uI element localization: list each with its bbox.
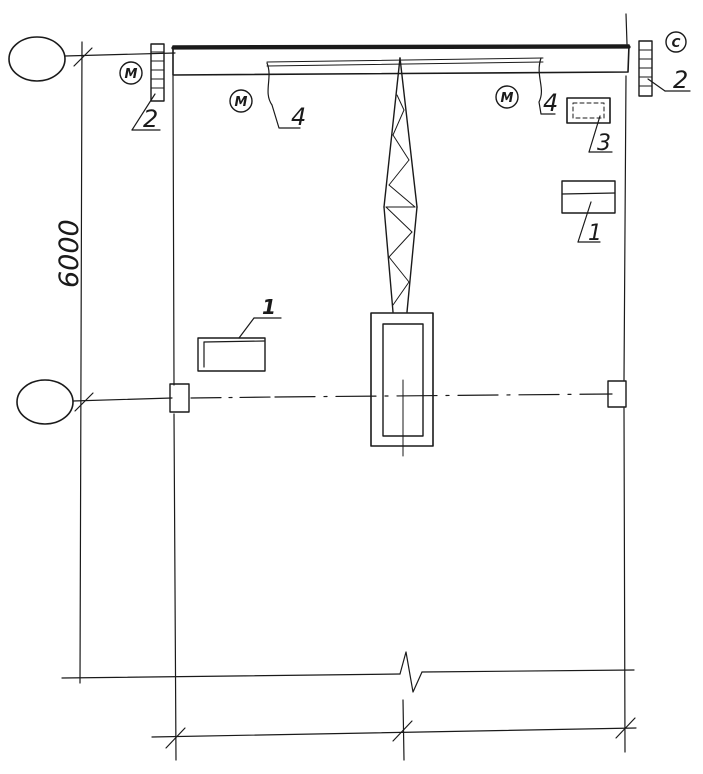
bottom-break-line	[61, 651, 635, 693]
mark-post-left: M	[119, 61, 143, 85]
column-line-right	[623, 13, 628, 753]
control-panel	[566, 97, 611, 124]
mark-hook-right: M	[495, 85, 519, 109]
column-base-right	[607, 380, 627, 408]
end-post-right	[638, 40, 653, 97]
rack-right	[561, 180, 616, 214]
mark-post-right-letter: C	[672, 36, 681, 50]
leader-rack-left	[238, 317, 282, 339]
label-rack-left: 1	[262, 295, 276, 319]
grid-axis-bubble-middle	[16, 379, 74, 425]
grid-axis-line-top	[64, 47, 176, 67]
grid-axis-bubble-top	[8, 36, 66, 82]
label-panel: 3	[597, 131, 611, 156]
dimension-label: 6000	[54, 219, 85, 288]
label-hook-left: 4	[291, 103, 306, 131]
mark-hook-left-letter: M	[235, 95, 248, 110]
leader-post-left	[131, 93, 161, 131]
mark-post-left-letter: M	[125, 67, 138, 82]
column-base-left	[169, 383, 190, 413]
crane-lattice-mast	[383, 57, 418, 313]
mark-hook-left: M	[229, 89, 253, 113]
bottom-dimension-line	[151, 699, 637, 761]
vertical-dimension-line	[79, 41, 83, 684]
grid-axis-line-middle	[72, 392, 613, 412]
crane-base	[370, 312, 434, 457]
label-hook-right: 4	[543, 89, 558, 117]
column-line-left	[172, 75, 177, 761]
hook-leader-right	[538, 57, 556, 115]
leader-panel	[588, 115, 613, 153]
label-post-right: 2	[673, 66, 688, 94]
rack-left	[197, 337, 266, 372]
hook-leader-left	[266, 62, 301, 129]
label-rack-right: 1	[588, 221, 602, 246]
mark-post-right: C	[665, 31, 687, 53]
crane-runway-girder	[171, 44, 631, 76]
label-post-left: 2	[143, 105, 158, 133]
mark-hook-right-letter: M	[501, 91, 514, 106]
leader-post-right	[647, 78, 691, 92]
end-post-left	[150, 43, 165, 102]
leader-rack-right	[577, 201, 601, 243]
